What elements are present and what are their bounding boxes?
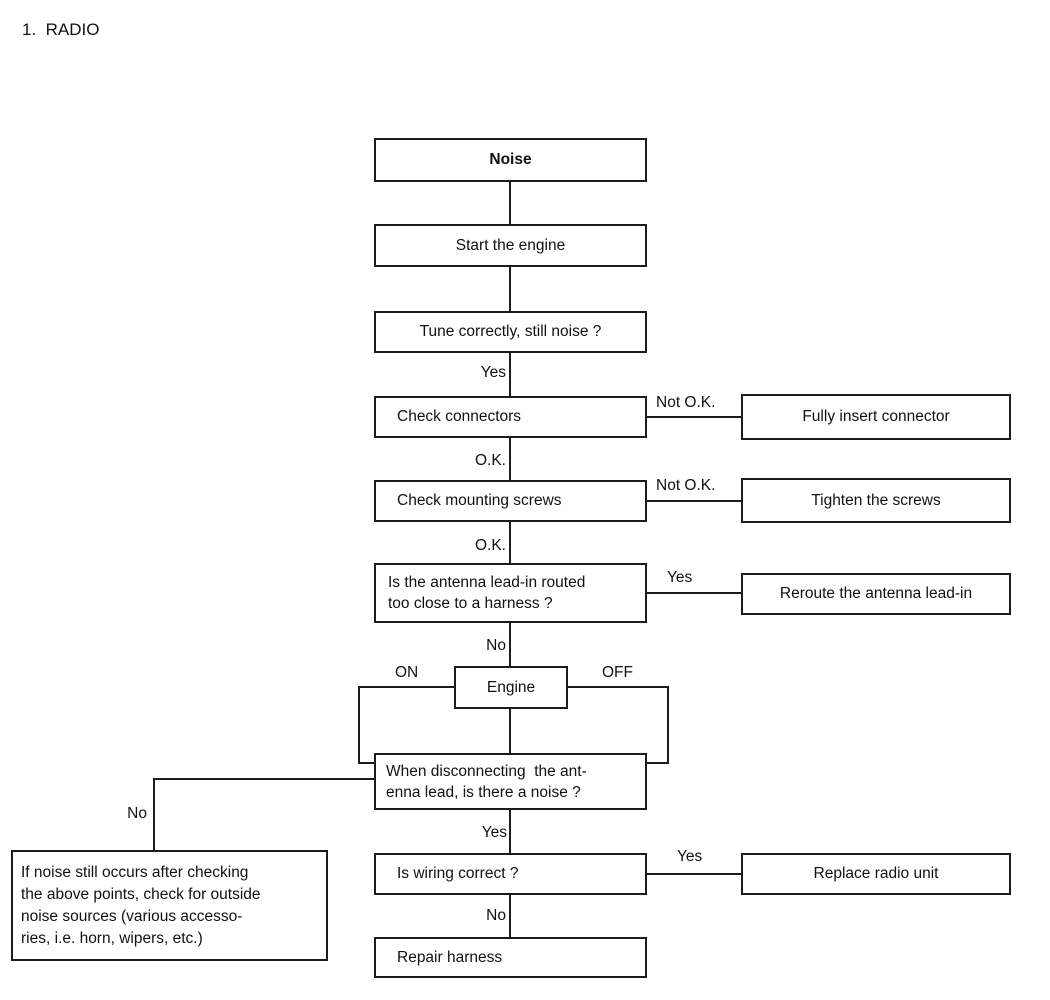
label-yes-wiring: Yes bbox=[677, 848, 703, 865]
node-antenna-routed-line2: too close to a harness ? bbox=[388, 595, 553, 612]
edge-antenna-engine bbox=[509, 623, 511, 666]
node-check-mounting-screws: Check mounting screws bbox=[374, 480, 647, 522]
label-no-wiring: No bbox=[486, 907, 506, 924]
edge-antenna-reroute bbox=[647, 592, 741, 594]
node-tune-correctly: Tune correctly, still noise ? bbox=[374, 311, 647, 353]
edge-engine-off-horizontal bbox=[568, 686, 669, 688]
node-reroute-antenna: Reroute the antenna lead-in bbox=[741, 573, 1011, 615]
node-repair-harness-label: Repair harness bbox=[397, 948, 503, 966]
node-start-engine: Start the engine bbox=[374, 224, 647, 267]
label-no-antenna: No bbox=[486, 637, 506, 654]
node-tighten-screws: Tighten the screws bbox=[741, 478, 1011, 523]
node-disconnect-antenna-line1: When disconnecting the ant- bbox=[386, 762, 587, 780]
edge-connectors-screws bbox=[509, 438, 511, 480]
label-yes-tune: Yes bbox=[480, 364, 506, 381]
edge-disconnect-no-vertical bbox=[153, 778, 155, 850]
edge-screws-antenna bbox=[509, 522, 511, 563]
node-outside-noise-line2: the above points, check for outside bbox=[21, 885, 261, 903]
node-replace-radio-unit: Replace radio unit bbox=[741, 853, 1011, 895]
node-wiring-correct: Is wiring correct ? bbox=[374, 853, 647, 895]
edge-wiring-repair bbox=[509, 895, 511, 937]
node-repair-harness: Repair harness bbox=[374, 937, 647, 978]
node-noise: Noise bbox=[374, 138, 647, 182]
node-engine: Engine bbox=[454, 666, 568, 709]
node-outside-noise-note: If noise still occurs after checking the… bbox=[11, 850, 328, 961]
edge-wiring-replace bbox=[647, 873, 741, 875]
node-engine-label: Engine bbox=[486, 678, 536, 696]
node-outside-noise-line3: noise sources (various accesso- bbox=[21, 907, 243, 925]
label-yes-disconnect: Yes bbox=[481, 824, 507, 841]
label-engine-off: OFF bbox=[602, 664, 633, 681]
edge-connectors-fully-insert bbox=[647, 416, 741, 418]
node-check-mounting-screws-label: Check mounting screws bbox=[397, 492, 562, 509]
node-disconnect-antenna-line2: enna lead, is there a noise ? bbox=[386, 783, 581, 801]
node-start-engine-label: Start the engine bbox=[455, 236, 566, 254]
label-not-ok-screws: Not O.K. bbox=[656, 477, 716, 494]
label-engine-on: ON bbox=[395, 664, 419, 681]
edge-tune-connectors bbox=[509, 353, 511, 396]
edge-screws-tighten bbox=[647, 500, 741, 502]
edge-engine-on-horizontal bbox=[358, 686, 454, 688]
node-check-connectors-label: Check connectors bbox=[397, 408, 522, 425]
page-title: 1. RADIO bbox=[22, 20, 100, 39]
label-ok-screws: O.K. bbox=[474, 537, 506, 554]
edge-disconnect-wiring bbox=[509, 810, 511, 853]
node-reroute-antenna-label: Reroute the antenna lead-in bbox=[779, 585, 973, 602]
edge-engine-off-vertical bbox=[667, 686, 669, 764]
node-fully-insert-connector: Fully insert connector bbox=[741, 394, 1011, 440]
edge-start-tune bbox=[509, 267, 511, 311]
edge-engine-on-vertical bbox=[358, 686, 360, 764]
label-no-disconnect: No bbox=[127, 805, 147, 822]
node-antenna-routed-line1: Is the antenna lead-in routed bbox=[388, 574, 586, 591]
node-outside-noise-line4: ries, i.e. horn, wipers, etc.) bbox=[21, 929, 203, 947]
node-antenna-routed: Is the antenna lead-in routed too close … bbox=[374, 563, 647, 623]
node-outside-noise-line1: If noise still occurs after checking bbox=[21, 863, 249, 881]
node-disconnect-antenna: When disconnecting the ant- enna lead, i… bbox=[374, 753, 647, 810]
node-tune-correctly-label: Tune correctly, still noise ? bbox=[419, 323, 602, 340]
edge-engine-on-join bbox=[358, 762, 376, 764]
node-noise-label: Noise bbox=[489, 151, 532, 168]
label-not-ok-connectors: Not O.K. bbox=[656, 394, 716, 411]
label-ok-connectors: O.K. bbox=[474, 452, 506, 469]
edge-disconnect-no-horizontal bbox=[153, 778, 376, 780]
node-tighten-screws-label: Tighten the screws bbox=[811, 491, 941, 509]
node-fully-insert-connector-label: Fully insert connector bbox=[802, 408, 950, 425]
edge-engine-disconnect bbox=[509, 709, 511, 753]
node-replace-radio-unit-label: Replace radio unit bbox=[813, 865, 939, 882]
node-check-connectors: Check connectors bbox=[374, 396, 647, 438]
label-yes-antenna: Yes bbox=[667, 569, 693, 586]
edge-noise-start bbox=[509, 182, 511, 224]
edge-engine-off-join bbox=[647, 762, 669, 764]
node-wiring-correct-label: Is wiring correct ? bbox=[397, 865, 519, 882]
